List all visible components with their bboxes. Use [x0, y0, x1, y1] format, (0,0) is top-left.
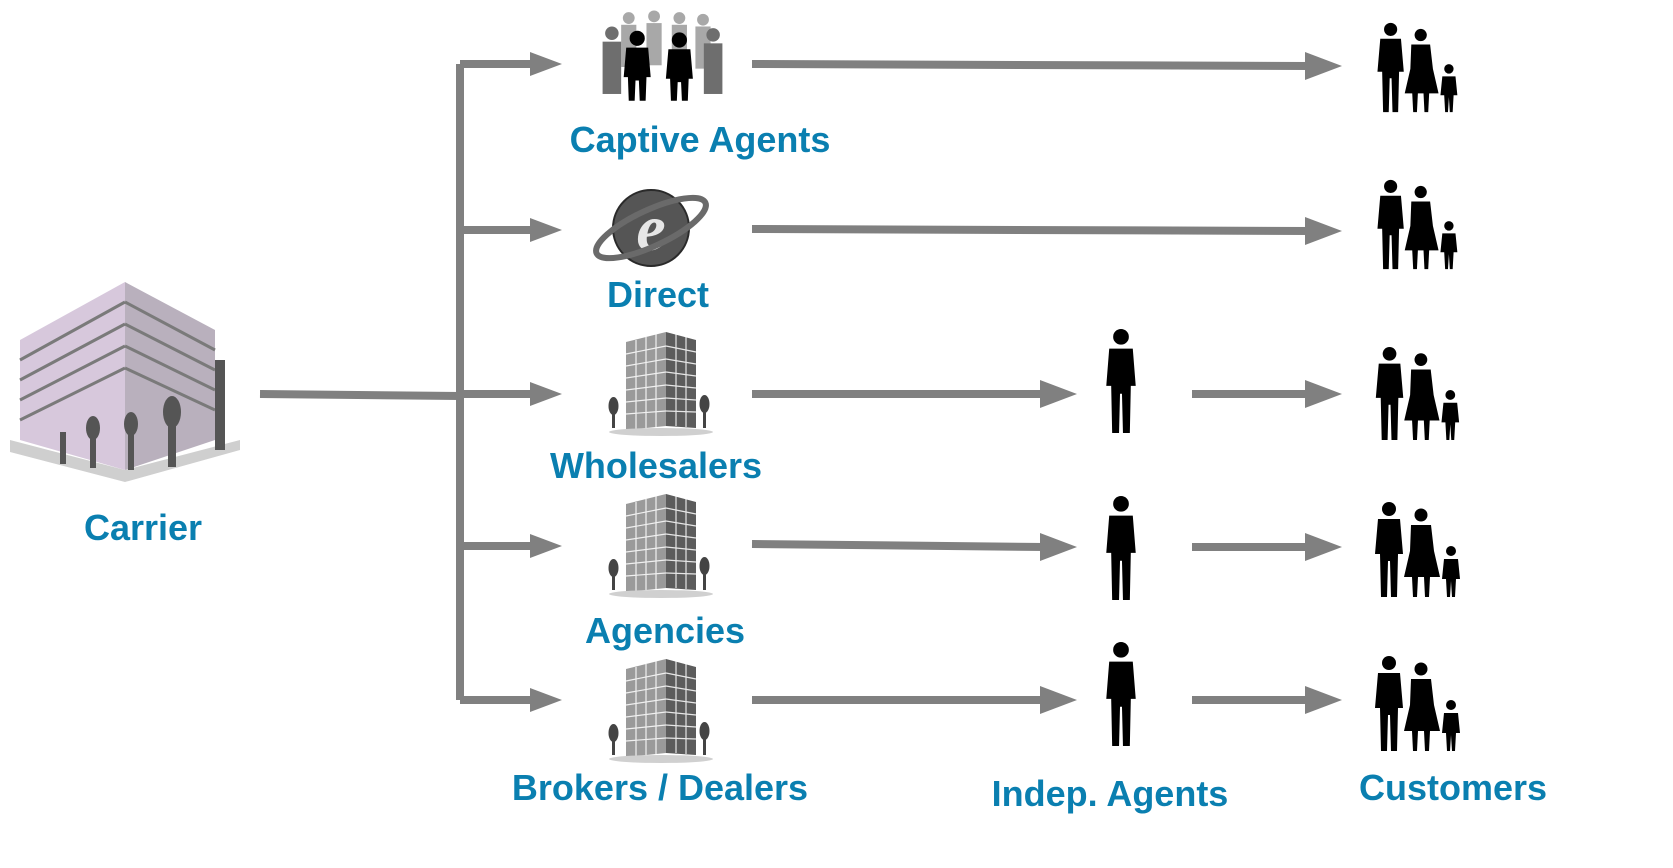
family-silhouette-icon [1375, 502, 1460, 597]
arrow-wholesalers-to-agent-head [1040, 380, 1077, 408]
building-icon [607, 493, 714, 599]
office-building-icon [10, 282, 240, 482]
arrow-agent-to-customers-2-head [1305, 533, 1342, 561]
wholesalers-label: Wholesalers [550, 445, 762, 486]
person-silhouette-icon [1106, 328, 1136, 434]
person-silhouette-icon [1106, 641, 1136, 747]
captive-agents-label: Captive Agents [570, 119, 831, 160]
arrow-agencies-to-agent [751, 540, 1046, 551]
brokers-dealers-label: Brokers / Dealers [512, 767, 808, 808]
arrow-to-brokers-dealers-head [530, 688, 562, 712]
customers-label: Customers [1359, 767, 1547, 808]
building-icon [607, 331, 714, 437]
family-silhouette-icon [1377, 22, 1458, 113]
carrier-label: Carrier [84, 507, 202, 548]
family-silhouette-icon [1375, 346, 1460, 441]
arrow-to-wholesalers-head [530, 382, 562, 406]
family-silhouette-icon [1375, 656, 1460, 751]
arrow-captive-to-customers [751, 60, 1311, 70]
family-silhouette-icon [1377, 179, 1458, 270]
building-icon [607, 658, 714, 764]
arrow-direct-to-customers-head [1305, 217, 1342, 245]
arrow-agent-to-customers-1-head [1305, 380, 1342, 408]
agent-group-icon [602, 10, 723, 101]
agencies-label: Agencies [585, 610, 745, 651]
person-silhouette-icon [1106, 495, 1136, 601]
arrow-brokers-to-agent-head [1040, 686, 1077, 714]
direct-label: Direct [607, 274, 709, 315]
arrow-direct-to-customers [751, 225, 1311, 235]
arrow-agencies-to-agent-head [1040, 533, 1077, 561]
carrier-trunk-line [259, 390, 461, 400]
arrow-to-agencies-head [530, 534, 562, 558]
arrow-to-direct-head [530, 218, 562, 242]
indep-agents-label: Indep. Agents [992, 773, 1229, 814]
arrow-to-captive-agents-head [530, 52, 562, 76]
arrow-captive-to-customers-head [1305, 52, 1342, 80]
internet-explorer-icon: e [593, 189, 709, 267]
arrow-agent-to-customers-3-head [1305, 686, 1342, 714]
